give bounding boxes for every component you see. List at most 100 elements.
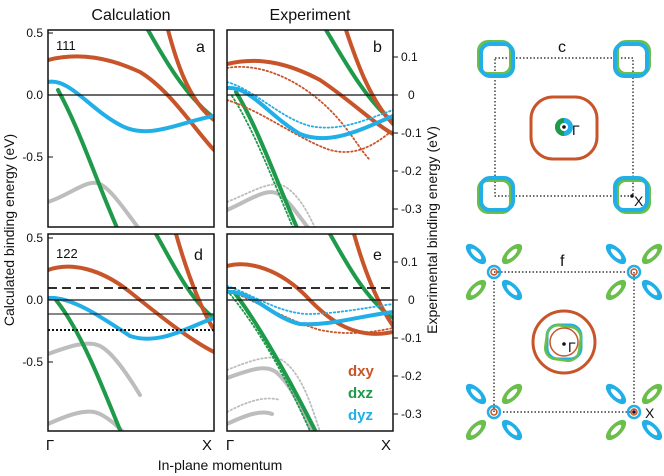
panel-e-gray-band-1 xyxy=(227,366,314,431)
panel-f-center-inner-ring xyxy=(549,327,579,357)
panel-a-tag: 111 xyxy=(56,38,76,53)
column-title-experiment: Experiment xyxy=(270,7,351,24)
panel-f-gamma-dot xyxy=(562,342,566,346)
left-tick-label-top-1: 0.0 xyxy=(26,88,43,102)
panel-f-x-label: X xyxy=(645,405,655,421)
petal-hole xyxy=(646,284,658,296)
panel-b-dxz-dotted xyxy=(231,95,294,227)
left-y-axis-bottom: 0.5 0.0 -0.5 xyxy=(22,231,53,369)
panel-b-gray-dotted xyxy=(227,183,316,227)
panel-c-corner-pocket-tr xyxy=(613,40,651,78)
panel-f-corner-tr xyxy=(605,243,663,301)
petal-hole xyxy=(646,388,658,400)
panel-c-gamma-dot xyxy=(562,125,566,129)
panel-b-frame xyxy=(226,29,394,228)
right-tick-label-bottom-2: -0.1 xyxy=(401,331,422,345)
panel-e: e dxy dxz dyz xyxy=(226,233,394,432)
left-y-axis-top: 0.5 0.0 -0.5 xyxy=(22,26,53,164)
panel-d-gray-band-2 xyxy=(48,409,125,431)
panel-c: c Γ X xyxy=(477,39,651,214)
right-tick-label-bottom-4: -0.3 xyxy=(401,407,422,421)
pocket-ring-red xyxy=(490,408,498,416)
left-tick-label-top-2: -0.5 xyxy=(22,150,43,164)
panel-a-dyz-band xyxy=(48,79,214,134)
y-axis-title-experimental: Experimental binding energy (eV) xyxy=(424,126,440,334)
petal-hole xyxy=(646,424,658,436)
pocket-ring-blue xyxy=(626,264,642,280)
pocket-ring-blue xyxy=(479,176,515,212)
panel-b-dxz-band-steep xyxy=(234,90,299,227)
panel-f-center-dxy-ring xyxy=(531,309,597,375)
right-y-axis-bottom: 0.1 0 -0.1 -0.2 -0.3 xyxy=(393,255,422,421)
panel-f-corner-bl xyxy=(465,383,523,441)
left-tick-label-top-0: 0.5 xyxy=(26,26,43,40)
panel-e-frame xyxy=(226,233,394,432)
x-axis-title: In-plane momentum xyxy=(158,457,283,473)
panel-a-dxy-band-upper xyxy=(48,54,214,152)
panel-e-dyz-band xyxy=(227,289,393,327)
panel-b-dxy-band-lower xyxy=(344,30,393,126)
panel-c-x-dot xyxy=(630,194,634,198)
panel-d-frame xyxy=(47,233,215,432)
panel-d-dxy-band-upper xyxy=(48,264,214,354)
panel-f-gamma-label: Γ xyxy=(568,339,576,355)
petal-hole xyxy=(610,388,622,400)
panel-c-letter: c xyxy=(558,39,566,56)
petal-hole xyxy=(470,284,482,296)
panel-d-dxz-band-steep xyxy=(54,298,123,431)
x-tick-gamma-left: Γ xyxy=(46,437,54,454)
panel-e-dxz-band-steep xyxy=(232,290,318,431)
panel-d-dyz-band xyxy=(48,295,214,341)
pocket-ring-blue xyxy=(479,42,515,78)
column-title-calculation: Calculation xyxy=(91,7,170,24)
pocket-ring-blue xyxy=(626,404,642,420)
panel-c-center-dxy-pocket xyxy=(529,95,599,161)
x-tick-x-right: X xyxy=(381,437,391,454)
petal-hole xyxy=(470,248,482,260)
right-y-axis-top: 0.1 0 -0.1 -0.2 -0.3 xyxy=(393,50,422,216)
panel-e-dxz-dotted xyxy=(229,293,311,431)
pocket-ring-blue xyxy=(613,176,649,212)
panel-f-x-dot xyxy=(632,410,636,414)
petal-hole xyxy=(506,284,518,296)
pocket-ring-red xyxy=(630,268,638,276)
panel-a-letter: a xyxy=(196,39,205,56)
petal-hole xyxy=(610,424,622,436)
pocket-ring-red xyxy=(490,268,498,276)
panel-b-dyz-dotted xyxy=(227,81,393,129)
right-tick-label-top-4: -0.3 xyxy=(401,202,422,216)
panel-f-letter: f xyxy=(560,253,565,270)
x-tick-gamma-right: Γ xyxy=(226,437,234,454)
panel-b-dyz-band xyxy=(227,85,393,141)
petal-hole xyxy=(506,388,518,400)
panel-d-tag: 122 xyxy=(56,246,78,261)
panel-d-gray-band-1 xyxy=(48,341,142,397)
right-tick-label-bottom-3: -0.2 xyxy=(401,369,422,383)
right-tick-label-top-2: -0.1 xyxy=(401,126,422,140)
panel-f-center-green-square xyxy=(543,323,583,363)
petal-hole xyxy=(610,248,622,260)
panel-c-corner-pocket-bl xyxy=(477,176,515,214)
panel-b-dxy-band-upper xyxy=(227,58,393,136)
panel-a-gray-band xyxy=(48,180,141,227)
pocket-ring-blue xyxy=(486,264,502,280)
panel-e-gray-band-2 xyxy=(227,410,274,426)
right-tick-label-bottom-1: 0 xyxy=(408,293,415,307)
panel-b-dxy-dotted-2 xyxy=(227,99,393,153)
panel-e-gray-dotted-2 xyxy=(227,397,281,413)
left-tick-label-bottom-1: 0.0 xyxy=(26,293,43,307)
petal-hole xyxy=(610,284,622,296)
pocket-ring-red xyxy=(630,408,638,416)
legend-label-dyz: dyz xyxy=(348,407,373,424)
panel-e-dxy-band-lower xyxy=(352,234,393,328)
panel-f-corner-br xyxy=(605,383,663,441)
panel-c-corner-pocket-br xyxy=(613,176,651,214)
right-tick-label-bottom-0: 0.1 xyxy=(401,255,418,269)
right-tick-label-top-0: 0.1 xyxy=(401,50,418,64)
petal-hole xyxy=(646,248,658,260)
panel-d-letter: d xyxy=(194,247,203,264)
right-tick-label-top-1: 0 xyxy=(408,88,415,102)
x-tick-x-left: X xyxy=(202,437,212,454)
panel-b-letter: b xyxy=(373,39,382,56)
